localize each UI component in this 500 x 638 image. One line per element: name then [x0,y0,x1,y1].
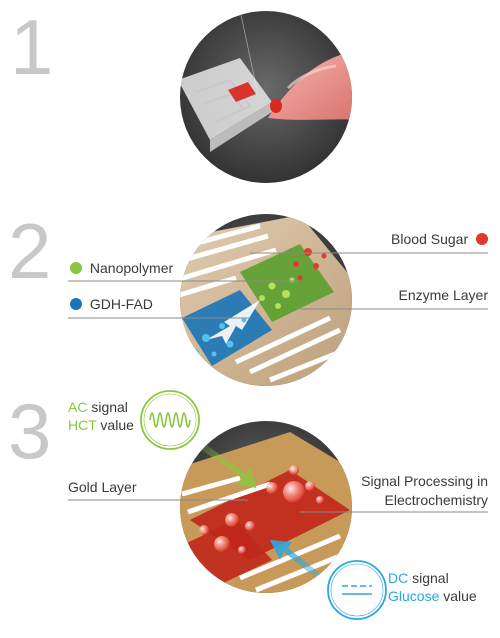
dc-signal-badge [327,560,387,620]
gold-layer-label: Gold Layer [68,479,136,495]
ac-prefix: AC [68,399,88,415]
dc-lines-icon [342,585,372,595]
dc-signal-label: DC signal [388,570,449,586]
ac-signal-badge [140,390,200,450]
blue-dot-icon [70,298,82,310]
step1-finger-strip-illustration [180,11,352,183]
sine-wave-icon [149,412,191,428]
gdh-fad-label: GDH-FAD [70,296,153,312]
step3-gold-layer-illustration [180,421,352,593]
green-dot-icon [70,262,82,274]
signal-processing-line2: Electrochemistry [384,492,488,508]
glucose-value-label: Glucose value [388,588,477,604]
step2-enzyme-layer-illustration [180,214,352,386]
dc-suffix: signal [408,570,449,586]
red-dot-icon [476,233,488,245]
gold-layer-text: Gold Layer [68,479,137,495]
dc-prefix: DC [388,570,409,586]
ac-suffix: signal [87,399,128,415]
connector-lines [68,252,488,513]
nanopolymer-label: Nanopolymer [70,260,173,276]
signal-processing-line1: Signal Processing in [361,473,488,489]
signal-processing-label: Signal Processing in Electrochemistry [361,472,488,510]
gdh-fad-text: GDH-FAD [89,296,153,312]
step-number-3: 3 [8,387,52,475]
nanopolymer-text: Nanopolymer [89,260,174,276]
hct-suffix: value [96,417,134,433]
blood-sugar-text: Blood Sugar [391,231,469,247]
enzyme-layer-label: Enzyme Layer [399,287,488,303]
hct-prefix: HCT [68,417,97,433]
step-number-1: 1 [10,3,54,91]
step-number-2: 2 [8,207,52,295]
enzyme-layer-text: Enzyme Layer [398,287,488,303]
glucose-prefix: Glucose [388,588,440,604]
glucose-suffix: value [439,588,477,604]
blood-sugar-label: Blood Sugar [391,231,488,247]
hct-value-label: HCT value [68,417,134,433]
ac-signal-label: AC signal [68,399,128,415]
